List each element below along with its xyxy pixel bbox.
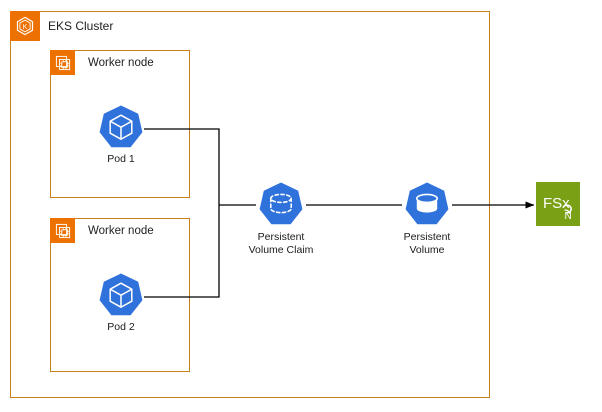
kubernetes-pod-icon [97,271,145,319]
worker-node-1-group [50,50,190,198]
svg-text:FSx: FSx [543,195,570,212]
kubernetes-pv-icon [403,180,451,228]
eks-icon: K [10,11,40,41]
pod-2-label: Pod 2 [107,321,135,333]
eks-cluster-label: EKS Cluster [48,19,114,33]
amazon-fsx-netapp-ontap-icon: FSx N [536,182,580,226]
pvc-label: Persistent Volume Claim [248,231,314,256]
ec2-instance-icon [50,218,75,243]
pod-1-label: Pod 1 [107,153,135,165]
ec2-instance-icon [50,50,75,75]
kubernetes-pod-icon [97,103,145,151]
svg-text:K: K [23,24,28,31]
pv-label: Persistent Volume [403,231,451,256]
worker-node-1-label: Worker node [88,57,154,69]
worker-node-2-label: Worker node [88,225,154,237]
kubernetes-pvc-icon [257,180,305,228]
svg-text:N: N [565,211,572,222]
